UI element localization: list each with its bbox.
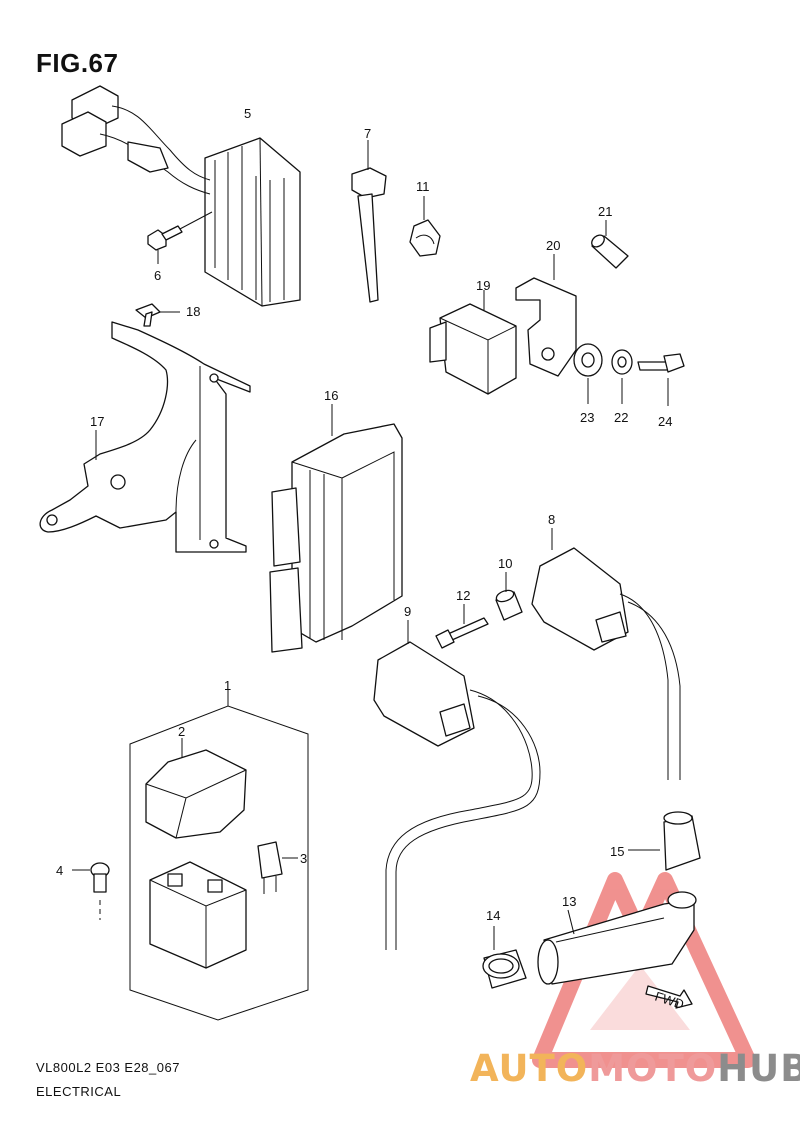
ring-14	[482, 926, 527, 989]
callout-19: 19	[476, 278, 490, 293]
callout-11: 11	[416, 179, 430, 194]
ecm-unit	[269, 404, 403, 653]
page-title: FIG.67	[36, 48, 119, 78]
relay-assembly-frame	[129, 690, 309, 1021]
grommet-23	[573, 343, 603, 404]
callout-23: 23	[580, 410, 594, 425]
callout-14: 14	[486, 908, 500, 923]
collar-22	[611, 349, 633, 404]
watermark-part-hub: HUB	[717, 1047, 800, 1090]
callout-15: 15	[610, 844, 624, 859]
callout-6: 6	[154, 268, 161, 283]
ignition-coil-front	[373, 620, 541, 950]
callout-1: 1	[224, 678, 231, 693]
sensor-bracket	[515, 254, 577, 377]
spacer	[495, 572, 523, 621]
callout-24: 24	[658, 414, 672, 429]
callout-13: 13	[562, 894, 576, 909]
bolt-24	[637, 353, 685, 406]
callout-20: 20	[546, 238, 560, 253]
callout-3: 3	[300, 851, 307, 866]
callout-10: 10	[498, 556, 512, 571]
clamp	[409, 196, 441, 257]
plug-cap	[628, 811, 701, 871]
callout-16: 16	[324, 388, 338, 403]
bolt-12	[435, 604, 489, 649]
regulator-rectifier	[61, 85, 301, 307]
callout-12: 12	[456, 588, 470, 603]
starter-relay	[149, 861, 247, 969]
callout-labels: 1 2 3 4 5 6 7 8 9 10 11 12 13 14 15 16 1…	[56, 106, 672, 923]
callout-2: 2	[178, 724, 185, 739]
bolt-4	[72, 862, 110, 920]
mounting-bracket	[39, 321, 251, 553]
plug-boot	[537, 891, 697, 985]
relay-cover	[145, 738, 247, 839]
callout-8: 8	[548, 512, 555, 527]
callout-5: 5	[244, 106, 251, 121]
callout-7: 7	[364, 126, 371, 141]
callout-4: 4	[56, 863, 63, 878]
watermark-text: AUTOMOTOHUB	[470, 1047, 800, 1090]
footer-model-code: VL800L2 E03 E28_067	[36, 1060, 180, 1075]
watermark-part-moto: MOTO	[588, 1047, 718, 1090]
callout-22: 22	[614, 410, 628, 425]
cable-tie	[351, 140, 387, 303]
callout-17: 17	[90, 414, 104, 429]
fuse	[257, 841, 298, 894]
screw-18	[135, 303, 180, 327]
watermark-part-auto: AUTO	[470, 1047, 589, 1090]
callout-9: 9	[404, 604, 411, 619]
ignition-coil-rear	[531, 528, 681, 780]
sensor-unit	[429, 290, 517, 395]
sleeve	[591, 220, 629, 269]
footer-section-name: ELECTRICAL	[36, 1084, 122, 1099]
callout-21: 21	[598, 204, 612, 219]
bolt-6	[147, 225, 183, 264]
callout-18: 18	[186, 304, 200, 319]
